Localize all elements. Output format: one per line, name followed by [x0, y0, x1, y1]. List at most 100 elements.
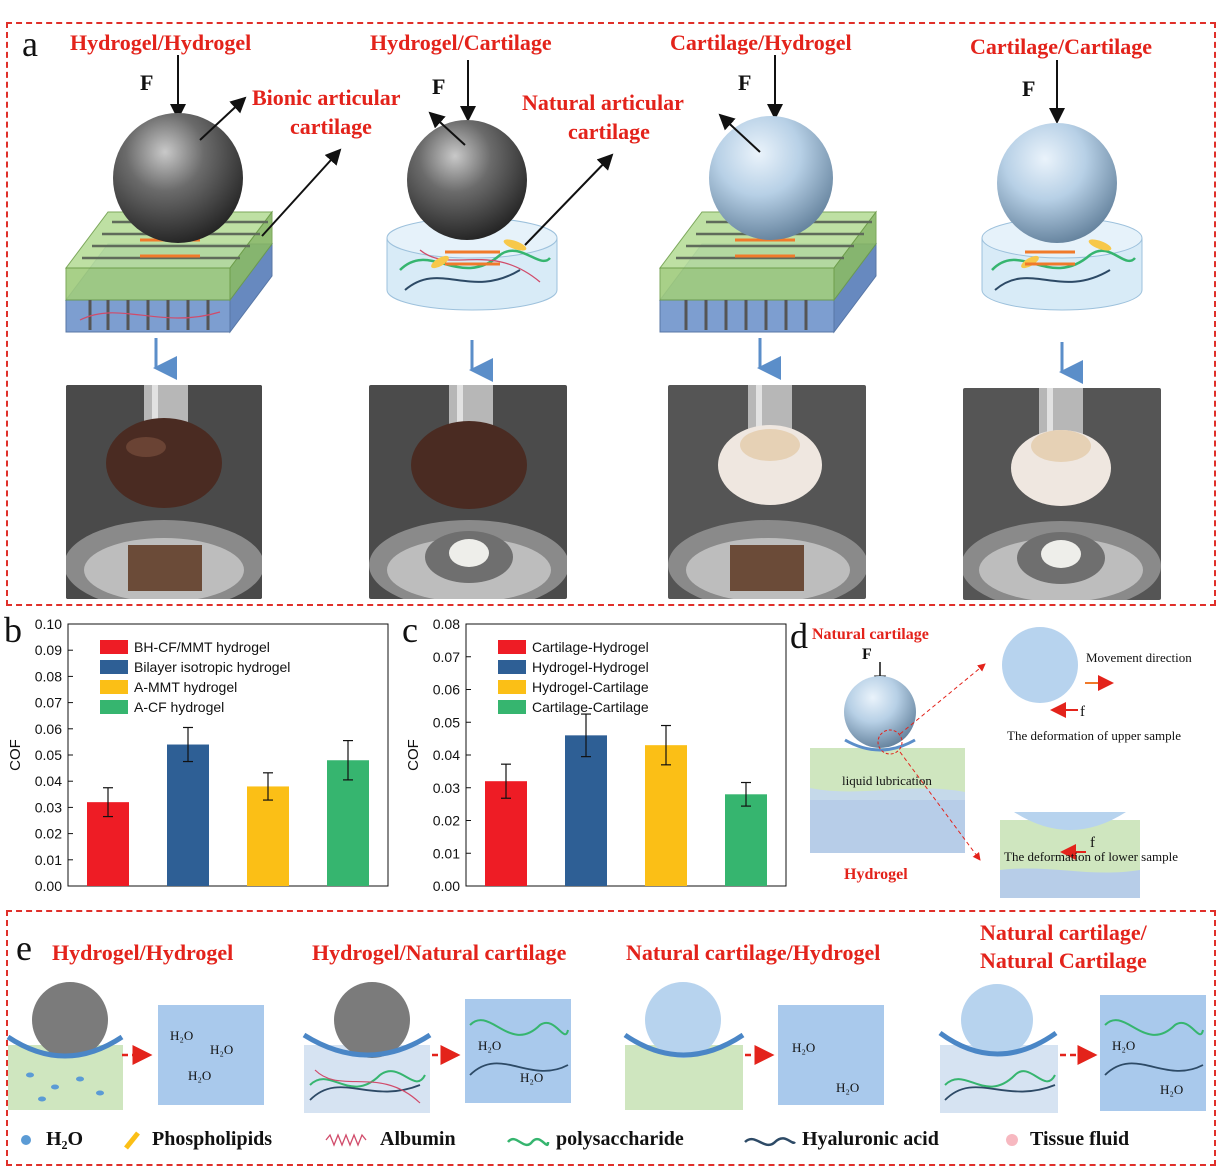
y-tick-label: 0.01 — [433, 845, 460, 861]
y-tick-label: 0.03 — [35, 799, 62, 815]
force-label-2: F — [432, 74, 446, 99]
albumin-symbol — [325, 1133, 367, 1147]
bar — [247, 786, 289, 886]
water-label: H₂O — [520, 1070, 544, 1085]
y-tick-label: 0.06 — [35, 721, 62, 737]
y-tick-label: 0.07 — [35, 695, 62, 711]
y-tick-label: 0.02 — [35, 826, 62, 842]
panel-a-schematics — [65, 55, 1143, 384]
panel-d-label: d — [790, 616, 808, 656]
legend-hyaluronic-acid: Hyaluronic acid — [802, 1128, 939, 1150]
y-tick-label: 0.00 — [35, 878, 62, 894]
chart-c: 0.000.010.020.030.040.050.060.070.08COFC… — [405, 616, 787, 894]
y-tick-label: 0.08 — [35, 668, 62, 684]
legend-label: Cartilage-Hydrogel — [532, 639, 649, 655]
annotation-bionic-2: cartilage — [290, 114, 372, 139]
legend-polysaccharide: polysaccharide — [556, 1128, 684, 1150]
panel-e-frame — [6, 910, 1216, 1166]
photo-hydrogel-hydrogel — [66, 385, 262, 599]
legend-swatch — [100, 700, 128, 714]
y-tick-label: 0.05 — [433, 714, 460, 730]
water-label: H₂O — [210, 1042, 234, 1057]
legend-swatch — [100, 640, 128, 654]
legend-tissue-fluid: Tissue fluid — [1030, 1128, 1130, 1150]
panel-d-movement: Movement direction — [1086, 650, 1192, 665]
water-label: H₂O — [836, 1080, 860, 1095]
water-label: H₂O — [170, 1028, 194, 1043]
y-tick-label: 0.04 — [35, 773, 62, 789]
y-tick-label: 0.09 — [35, 642, 62, 658]
bionic-block-3 — [659, 210, 877, 334]
water-label: H₂O — [792, 1040, 816, 1055]
legend-swatch — [498, 640, 526, 654]
panel-a-title-4: Cartilage/Cartilage — [970, 34, 1153, 59]
panel-a-frame — [6, 22, 1216, 606]
panel-d-upper: The deformation of upper sample — [1007, 728, 1181, 743]
panel-e-legend-symbols — [21, 1131, 1018, 1150]
legend-swatch — [498, 700, 526, 714]
bar — [327, 760, 369, 886]
y-tick-label: 0.05 — [35, 747, 62, 763]
annotation-bionic-1: Bionic articular — [252, 85, 401, 110]
panel-e-label: e — [16, 928, 32, 968]
legend-label: A-MMT hydrogel — [134, 679, 237, 695]
legend-label: Hydrogel-Cartilage — [532, 679, 649, 695]
legend-label: Hydrogel-Hydrogel — [532, 659, 649, 675]
cartilage-dish-4 — [981, 217, 1143, 311]
legend-swatch — [100, 660, 128, 674]
phospholipid-symbol — [124, 1131, 140, 1150]
legend-h2o: H₂O — [46, 1128, 84, 1150]
y-tick-label: 0.03 — [433, 780, 460, 796]
hyaluronic-acid-symbol — [744, 1137, 796, 1147]
water-label: H₂O — [478, 1038, 502, 1053]
h2o-symbol — [21, 1135, 31, 1145]
water-label: H₂O — [188, 1068, 212, 1083]
legend-albumin: Albumin — [380, 1128, 456, 1150]
panel-e-title-3: Natural cartilage/Hydrogel — [626, 940, 881, 965]
water-label: H₂O — [1112, 1038, 1136, 1053]
panel-d-title: Natural cartilage — [812, 626, 929, 643]
panel-a-label: a — [22, 24, 38, 64]
panel-e-title-2: Hydrogel/Natural cartilage — [312, 940, 567, 965]
chart-b: 0.000.010.020.030.040.050.060.070.080.09… — [7, 616, 389, 894]
force-label-1: F — [140, 70, 154, 95]
y-tick-label: 0.04 — [433, 747, 460, 763]
bar — [565, 735, 607, 886]
y-axis-label: COF — [405, 739, 422, 771]
panel-d-f-upper: f — [1080, 704, 1085, 720]
y-tick-label: 0.07 — [433, 649, 460, 665]
panel-d-liquid: liquid lubrication — [842, 773, 932, 788]
legend-label: A-CF hydrogel — [134, 699, 224, 715]
ball-light-4 — [997, 123, 1117, 243]
bar — [167, 744, 209, 886]
y-tick-label: 0.06 — [433, 682, 460, 698]
panel-c-label: c — [402, 610, 418, 650]
legend-swatch — [100, 680, 128, 694]
y-tick-label: 0.00 — [433, 878, 460, 894]
y-tick-label: 0.10 — [35, 616, 62, 632]
ball-dark-1 — [113, 113, 243, 243]
panel-a-title-2: Hydrogel/Cartilage — [370, 30, 552, 55]
panel-d-schematic — [810, 627, 1140, 898]
legend-label: Bilayer isotropic hydrogel — [134, 659, 290, 675]
panel-d-f-lower: f — [1090, 835, 1095, 851]
tissue-fluid-symbol — [1006, 1134, 1018, 1146]
water-label: H₂O — [1160, 1082, 1184, 1097]
panel-e-title-1: Hydrogel/Hydrogel — [52, 940, 234, 965]
panel-b-label: b — [4, 610, 22, 650]
y-tick-label: 0.02 — [433, 813, 460, 829]
annotation-natural-2: cartilage — [568, 119, 650, 144]
photo-cartilage-cartilage — [963, 388, 1161, 600]
panel-d-force: F — [862, 646, 872, 663]
panel-e-title-4a: Natural cartilage/ — [980, 920, 1147, 945]
photo-hydrogel-cartilage — [369, 385, 567, 599]
legend-label: BH-CF/MMT hydrogel — [134, 639, 270, 655]
bar — [645, 745, 687, 886]
photo-cartilage-hydrogel — [668, 385, 866, 599]
force-label-3: F — [738, 70, 752, 95]
legend-label: Cartilage-Cartilage — [532, 699, 649, 715]
panel-d-hydrogel: Hydrogel — [844, 866, 908, 883]
y-axis-label: COF — [7, 739, 24, 771]
force-label-4: F — [1022, 76, 1036, 101]
legend-swatch — [498, 680, 526, 694]
